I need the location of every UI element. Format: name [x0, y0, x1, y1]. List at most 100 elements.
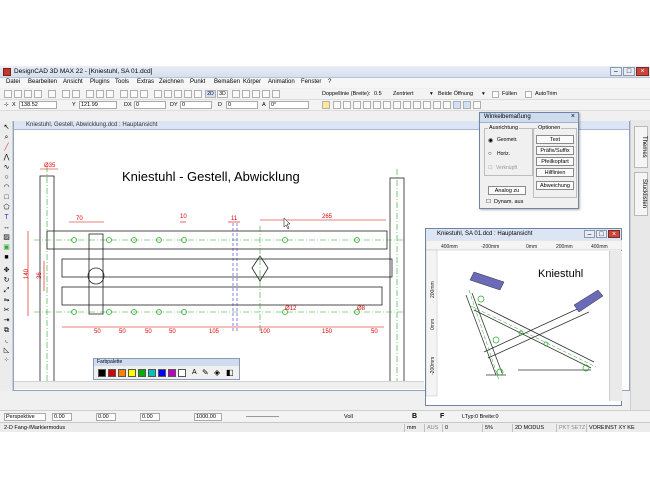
ortho-icon[interactable] — [184, 90, 192, 98]
curve-tool-icon[interactable]: ∿ — [3, 164, 10, 171]
color-swatch-blue[interactable] — [158, 369, 166, 377]
coord-a-field[interactable]: 0° — [269, 101, 309, 109]
maximize-button[interactable]: □ — [623, 67, 635, 76]
hatch-tool-icon[interactable]: ▨ — [3, 234, 10, 241]
arc-tool-icon[interactable]: ◠ — [3, 184, 10, 191]
polyline-tool-icon[interactable]: ⋀ — [3, 154, 10, 161]
font-button[interactable]: F — [440, 413, 445, 420]
polyline-icon[interactable] — [242, 90, 250, 98]
doppellinie-value[interactable]: 0.5 — [374, 91, 382, 97]
coord-dx-field[interactable]: 0 — [134, 101, 166, 109]
snap-center-icon[interactable] — [363, 101, 371, 109]
curve-icon[interactable] — [252, 90, 260, 98]
cut-icon[interactable] — [86, 90, 94, 98]
fill-tool-icon[interactable]: ▣ — [3, 244, 10, 251]
snap-end-icon[interactable] — [343, 101, 351, 109]
color-swatch-magenta[interactable] — [168, 369, 176, 377]
copy-icon[interactable] — [96, 90, 104, 98]
view-value-2[interactable]: 0.00 — [96, 413, 116, 421]
trim-tool-icon[interactable]: ✂ — [3, 307, 10, 314]
linetype-select[interactable]: Voll — [344, 414, 353, 420]
coord-dy-field[interactable]: 0 — [180, 101, 212, 109]
snap-quadrant-icon[interactable] — [423, 101, 431, 109]
bold-button[interactable]: B — [412, 413, 418, 420]
analog-zu-button[interactable]: Analog zu — [488, 186, 526, 195]
view-value-1[interactable]: 0.00 — [52, 413, 72, 421]
secondary-drawing-window[interactable]: Kniestuhl, SA 01.dcd : Hauptansicht – □ … — [425, 228, 622, 406]
fillet-tool-icon[interactable]: ◟ — [5, 337, 8, 344]
move-tool-icon[interactable]: ✥ — [3, 267, 10, 274]
menu-bemassen[interactable]: Bemaßen — [214, 79, 241, 85]
palette-icon[interactable]: ◈ — [214, 368, 221, 377]
color-swatch-white[interactable] — [178, 369, 186, 377]
snap-icon[interactable] — [174, 90, 182, 98]
alignment-dropdown-icon[interactable]: ▾ — [430, 91, 433, 97]
menu-datei[interactable]: Datei — [6, 79, 21, 85]
menu-bearbeiten[interactable]: Bearbeiten — [28, 79, 58, 85]
menu-help[interactable]: ? — [328, 79, 332, 85]
layer-icon[interactable] — [154, 90, 162, 98]
text-color-icon[interactable]: A — [192, 369, 197, 376]
color-swatch-red[interactable] — [108, 369, 116, 377]
radio-horizontal[interactable]: ○ — [488, 151, 492, 157]
zoom-icon[interactable] — [120, 90, 128, 98]
main-drawing-canvas[interactable]: Kniestuhl - Gestell, Abwicklung Ø35 70 1… — [14, 131, 484, 381]
secondary-drawing-canvas[interactable]: 400mm -200mm 0mm 200mm 400mm 200mm 0mm -… — [426, 240, 622, 406]
pan-icon[interactable] — [130, 90, 138, 98]
main-drawing-hscrollbar[interactable] — [14, 381, 424, 389]
print-icon[interactable] — [34, 90, 42, 98]
coord-y-field[interactable]: 121.99 — [79, 101, 117, 109]
snap-intersect-icon[interactable] — [403, 101, 411, 109]
alignment-select[interactable]: Zentriert — [393, 91, 414, 97]
snap-parallel-icon[interactable] — [443, 101, 451, 109]
doc2-maximize-button[interactable]: □ — [596, 230, 607, 238]
save-icon[interactable] — [24, 90, 32, 98]
view-value-4[interactable]: 1000.00 — [194, 413, 222, 421]
dimension-tool-icon[interactable]: ↔ — [3, 224, 10, 231]
color-swatch-black[interactable] — [98, 369, 106, 377]
menu-ansicht[interactable]: Ansicht — [63, 79, 83, 85]
grid-icon[interactable] — [164, 90, 172, 98]
menu-zeichnen[interactable]: Zeichnen — [159, 79, 184, 85]
coord-x-field[interactable]: 138.52 — [19, 101, 57, 109]
snap-point-icon[interactable] — [333, 101, 341, 109]
layer-color-icon[interactable]: ◧ — [226, 368, 234, 377]
prefix-suffix-button[interactable]: Präfix/Suffix — [536, 146, 574, 155]
stuecklisten-tab[interactable]: Stucklisten — [634, 172, 648, 216]
arrowhead-button[interactable]: Pfeilkopfart — [536, 157, 574, 166]
opening-select[interactable]: Beide Öffnung — [438, 91, 474, 97]
verknuepft-checkbox[interactable]: ☐ — [488, 165, 493, 171]
doc2-close-button[interactable]: × — [608, 230, 620, 238]
rectangle-tool-icon[interactable]: □ — [4, 194, 9, 201]
minimize-button[interactable]: – — [610, 67, 622, 76]
dialog-close-icon[interactable]: × — [570, 113, 575, 120]
polygon-tool-icon[interactable]: ⬠ — [3, 204, 10, 211]
snap-active-icon[interactable] — [453, 101, 461, 109]
abweichung-button[interactable]: Abweichung — [536, 181, 574, 190]
new-icon[interactable] — [4, 90, 12, 98]
redraw-icon[interactable] — [140, 90, 148, 98]
doc2-minimize-button[interactable]: – — [584, 230, 595, 238]
color-swatch-cyan[interactable] — [148, 369, 156, 377]
pin-icon[interactable] — [473, 101, 481, 109]
menu-animation[interactable]: Animation — [268, 79, 295, 85]
scale-tool-icon[interactable]: ⤢ — [3, 287, 10, 294]
zoom-tool-icon[interactable]: ⌕ — [4, 134, 9, 141]
color-swatch-yellow[interactable] — [128, 369, 136, 377]
view-value-3[interactable]: 0.00 — [140, 413, 160, 421]
redo-icon[interactable] — [72, 90, 80, 98]
coord-d-field[interactable]: 0 — [226, 101, 258, 109]
menu-extras[interactable]: Extras — [137, 79, 155, 85]
lightbulb-icon[interactable] — [322, 101, 330, 109]
text-tool-icon[interactable]: T — [4, 214, 9, 221]
menu-koerper[interactable]: Körper — [243, 79, 262, 85]
snap-near-icon[interactable] — [413, 101, 421, 109]
color-swatch-orange[interactable] — [118, 369, 126, 377]
chamfer-tool-icon[interactable]: ◺ — [3, 347, 10, 354]
pick-color-icon[interactable]: ✎ — [202, 368, 209, 377]
opening-dropdown-icon[interactable]: ▾ — [482, 91, 485, 97]
array-tool-icon[interactable]: ⁘ — [3, 357, 10, 364]
color-swatch-green[interactable] — [138, 369, 146, 377]
snap-grid-icon[interactable] — [393, 101, 401, 109]
offset-tool-icon[interactable]: ⧉ — [4, 327, 9, 334]
